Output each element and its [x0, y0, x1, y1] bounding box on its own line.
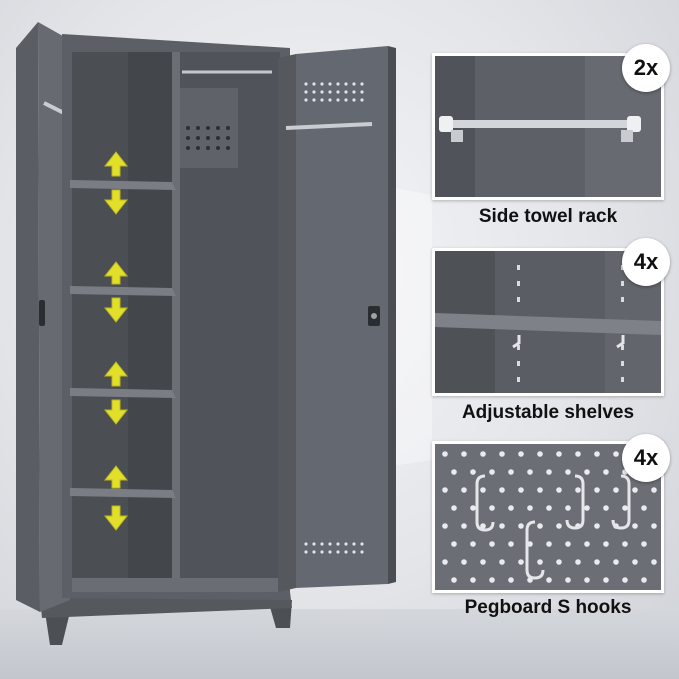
- caption-pegboard-hooks: Pegboard S hooks: [464, 597, 632, 618]
- shelves: [70, 180, 176, 498]
- left-door-handle: [39, 300, 45, 326]
- left-door: [16, 22, 40, 612]
- right-door-edge: [278, 54, 296, 592]
- detail-panel-towel-rack: [432, 53, 664, 200]
- shelf-edge: [435, 313, 661, 335]
- count-badge-shelves: 4x: [622, 238, 670, 286]
- detail-panel-pegboard-hooks: [432, 441, 664, 593]
- count-badge-towel-rack: 2x: [622, 44, 670, 92]
- s-hook-icon: [475, 474, 631, 580]
- center-divider: [172, 52, 180, 592]
- cabinet-leg-left: [45, 612, 70, 645]
- floor: [0, 609, 679, 679]
- right-door-towel-rack: [285, 122, 373, 130]
- right-door: [296, 46, 388, 588]
- count-badge-pegboard-hooks: 4x: [622, 434, 670, 482]
- up-down-arrow-icon: [103, 151, 129, 531]
- caption-shelves: Adjustable shelves: [461, 402, 635, 423]
- towel-rack-bar: [447, 120, 637, 128]
- caption-towel-rack: Side towel rack: [478, 206, 618, 227]
